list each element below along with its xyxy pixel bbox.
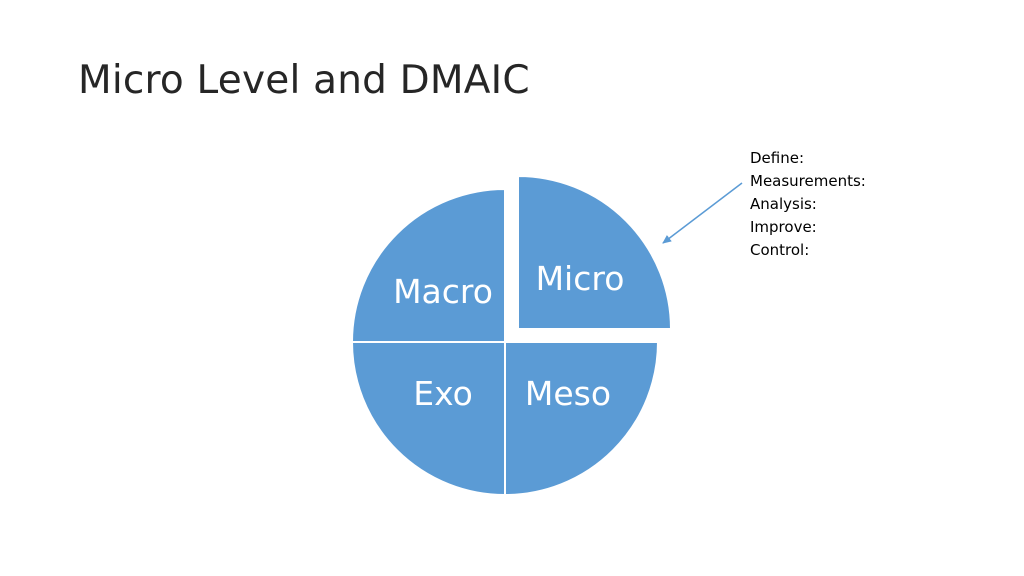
slide-title: Micro Level and DMAIC: [78, 58, 530, 103]
note-line-analysis: Analysis:: [750, 195, 817, 213]
note-line-improve: Improve:: [750, 218, 817, 236]
quadrant-label-micro: Micro: [536, 259, 625, 298]
dmaic-note: Define: Measurements: Analysis: Improve:…: [750, 147, 866, 262]
quadrant-label-meso: Meso: [525, 374, 611, 413]
quadrant-macro: [350, 187, 506, 343]
quadrant-exo: [350, 341, 506, 497]
note-line-control: Control:: [750, 241, 810, 259]
note-line-define: Define:: [750, 149, 805, 167]
note-line-measurements: Measurements:: [750, 172, 866, 190]
quadrant-micro: [517, 174, 673, 330]
quadrant-label-macro: Macro: [393, 272, 493, 311]
callout-arrow: [662, 182, 743, 244]
quadrant-meso: [504, 341, 660, 497]
quadrant-label-exo: Exo: [413, 374, 473, 413]
